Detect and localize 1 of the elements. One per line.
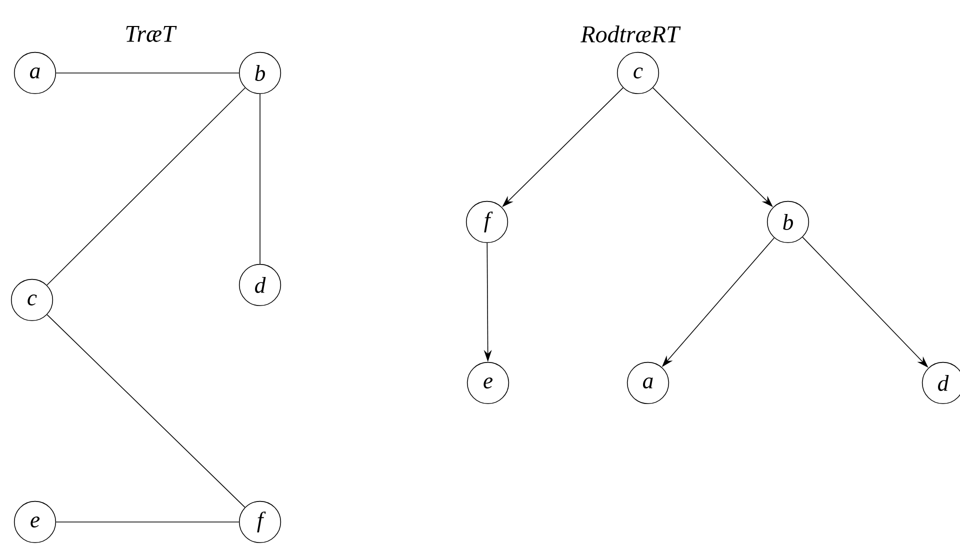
tree-title: TræT: [126, 26, 177, 42]
